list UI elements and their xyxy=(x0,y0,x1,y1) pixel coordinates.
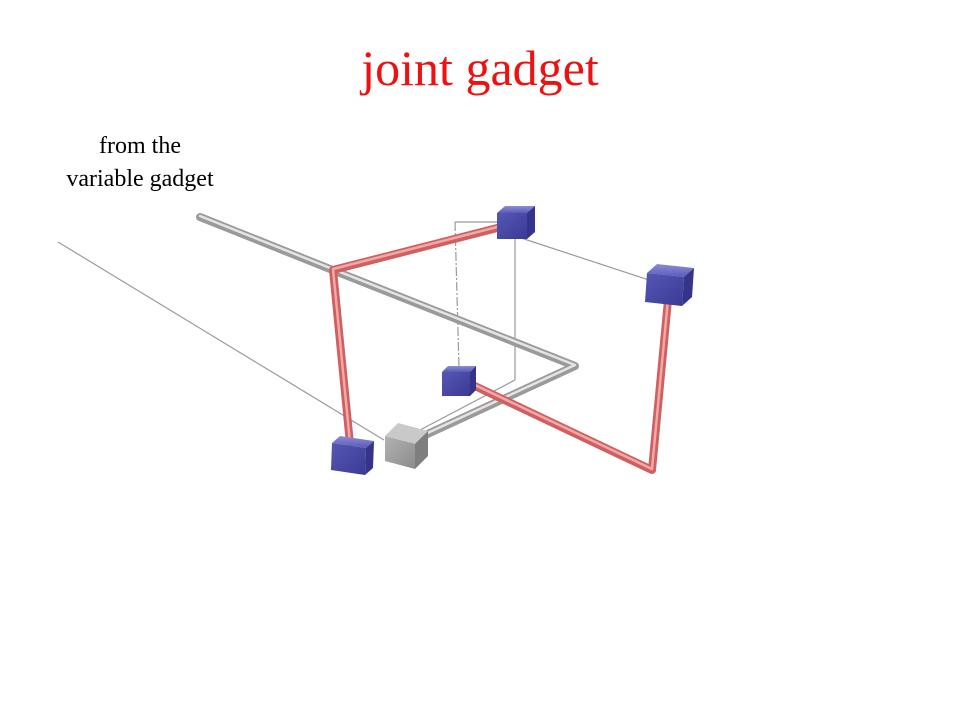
caption-line-2: variable gadget xyxy=(66,166,214,192)
caption-from-variable-gadget: from the variable gadget xyxy=(30,130,250,196)
grey-tubes xyxy=(196,213,579,447)
thin-line-left-long xyxy=(57,241,385,441)
caption-line-1: from the xyxy=(99,133,181,159)
red-tube-right-frame xyxy=(454,296,672,474)
grey-tube-main-highlight xyxy=(198,214,577,444)
red-tubes xyxy=(329,222,672,474)
slide-title: joint gadget xyxy=(361,40,599,96)
red-tube-right-frame-highlight xyxy=(456,297,670,471)
grey-cube xyxy=(385,423,428,469)
thin-wire-lines xyxy=(57,221,656,441)
thin-line-top-right xyxy=(514,235,656,283)
thin-line-diag-lower xyxy=(419,379,516,431)
thin-line-vertical-left-dashed xyxy=(454,221,460,369)
red-tube-left-frame-highlight xyxy=(331,223,507,445)
blue-cube-bottom-left xyxy=(331,436,374,475)
blue-cube-right xyxy=(645,264,694,306)
blue-cube-top xyxy=(497,206,535,239)
blue-cube-middle xyxy=(442,366,476,396)
